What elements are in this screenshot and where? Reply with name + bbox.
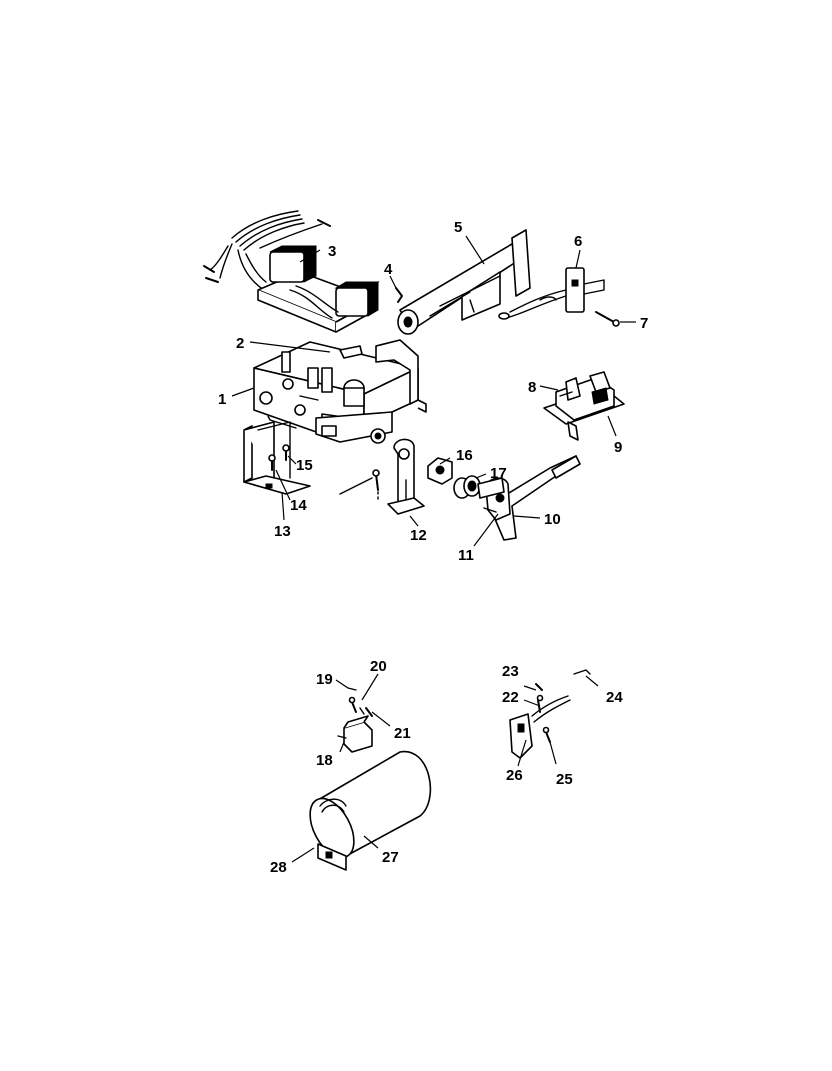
igniter-block	[498, 267, 605, 320]
part-label-26: 26	[506, 767, 523, 784]
solenoid-coils	[257, 245, 380, 333]
part-label-3: 3	[328, 243, 336, 260]
part-label-22: 22	[502, 689, 519, 706]
flame-sensor-bracket	[337, 687, 373, 753]
mounting-bracket	[243, 421, 311, 495]
part-label-19: 19	[316, 671, 333, 688]
part-label-11: 11	[458, 547, 474, 564]
part-label-20: 20	[370, 658, 387, 675]
part-label-17: 17	[490, 465, 507, 482]
part-labels: 1 2 3 4 5 6 7 8 9 10 11 12 13 14 15 16 1…	[218, 219, 648, 876]
part-label-10: 10	[544, 511, 561, 528]
combustion-chamber	[309, 750, 432, 871]
part-label-14: 14	[290, 497, 307, 514]
part-label-12: 12	[410, 527, 427, 544]
angle-bracket	[387, 438, 425, 515]
part-label-16: 16	[456, 447, 473, 464]
part-label-13: 13	[274, 523, 291, 540]
part-label-25: 25	[556, 771, 573, 788]
part-label-15: 15	[296, 457, 313, 474]
orifice	[453, 475, 481, 499]
spring-clip	[395, 287, 403, 303]
thermocouple-bracket	[509, 669, 591, 759]
part-label-24: 24	[606, 689, 623, 706]
part-label-8: 8	[528, 379, 536, 396]
part-label-27: 27	[382, 849, 399, 866]
gas-valve-assembly	[253, 339, 427, 444]
burner-tube	[477, 455, 581, 541]
part-label-18: 18	[316, 752, 333, 769]
manifold-pipe	[397, 229, 531, 335]
part-label-23: 23	[502, 663, 519, 680]
part-label-1: 1	[218, 391, 226, 408]
part-label-2: 2	[236, 335, 244, 352]
part-label-4: 4	[384, 261, 393, 278]
part-label-6: 6	[574, 233, 582, 250]
part-label-28: 28	[270, 859, 287, 876]
part-label-21: 21	[394, 725, 411, 742]
mounting-screw	[339, 469, 380, 501]
leader-lines	[231, 235, 636, 863]
part-label-5: 5	[454, 219, 462, 236]
wiring-harness	[203, 210, 331, 291]
part-label-9: 9	[614, 439, 622, 456]
control-module	[543, 371, 625, 441]
screw	[595, 311, 620, 327]
part-label-7: 7	[640, 315, 648, 332]
fitting-nut	[427, 457, 453, 485]
